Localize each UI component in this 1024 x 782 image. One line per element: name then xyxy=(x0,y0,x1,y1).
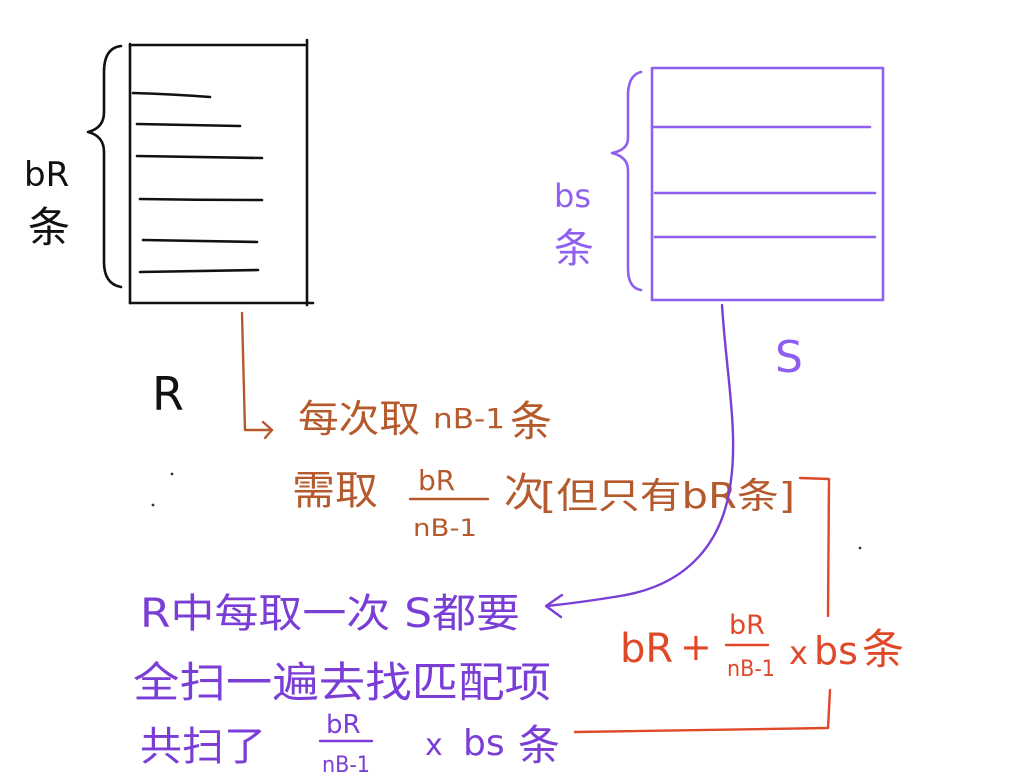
scan-s-arrowhead xyxy=(544,593,564,619)
read-r-times-suffix: 次 xyxy=(504,470,544,516)
relation-r: bR 条 R xyxy=(24,38,315,421)
read-r-arrowhead xyxy=(261,420,274,440)
total-cost-unit: 条 xyxy=(862,625,904,674)
scan-s-strokes xyxy=(318,303,735,743)
scan-s-labels: R中每取一次 S都要 全扫一遍去找匹配项 共扫了 bR nB-1 x bs 条 xyxy=(133,591,560,778)
scan-s-total-denominator: nB-1 xyxy=(322,753,370,778)
relation-s: bs 条 S xyxy=(554,66,885,383)
relation-r-row-line xyxy=(138,268,260,274)
relation-r-labels: bR 条 R xyxy=(24,155,184,421)
relation-s-unit-label: 条 xyxy=(554,226,594,272)
relation-s-block xyxy=(650,66,885,302)
total-cost-plus: + xyxy=(680,625,712,669)
total-cost-times: x xyxy=(789,634,808,672)
read-r-times-prefix: 需取 xyxy=(292,468,378,514)
total-cost-term1: bR xyxy=(620,626,673,672)
stray-speck xyxy=(170,472,174,476)
scan-s-total-unit: 条 xyxy=(518,721,560,770)
relation-r-row-line xyxy=(141,238,259,244)
relation-r-row-line xyxy=(135,154,264,160)
total-cost-labels: bR + bR nB-1 x bs 条 xyxy=(620,610,904,682)
read-r-arrow xyxy=(240,311,274,432)
read-r-per-read-count: nB-1 xyxy=(433,402,505,435)
relation-r-size-label: bR xyxy=(24,155,69,195)
scan-s-annotation: R中每取一次 S都要 全扫一遍去找匹配项 共扫了 bR nB-1 x bs 条 xyxy=(133,303,735,778)
stray-specks xyxy=(151,472,862,550)
stray-speck xyxy=(151,503,155,507)
total-cost-denominator: nB-1 xyxy=(727,657,775,682)
relation-s-strokes xyxy=(610,66,885,302)
scan-s-line2: 全扫一遍去找匹配项 xyxy=(133,658,551,707)
scan-s-total-prefix: 共扫了 xyxy=(140,724,266,770)
total-cost-numerator: bR xyxy=(729,610,765,641)
relation-s-size-label: bs xyxy=(554,177,591,215)
relation-r-name: R xyxy=(152,367,184,421)
relation-r-row-line xyxy=(138,197,264,202)
relation-r-unit-label: 条 xyxy=(28,203,70,252)
scan-s-total-numerator: bR xyxy=(326,710,361,740)
read-r-labels: 每次取 nB-1 条 需取 bR nB-1 次 [但只有bR条] xyxy=(292,397,795,542)
scan-s-line1: R中每取一次 S都要 xyxy=(140,591,520,637)
read-r-annotation: 每次取 nB-1 条 需取 bR nB-1 次 [但只有bR条] xyxy=(240,311,795,542)
total-cost-term2: bs xyxy=(814,629,858,673)
read-r-per-read-unit: 条 xyxy=(510,397,552,446)
relation-r-strokes xyxy=(86,38,315,307)
scan-s-total-times: x xyxy=(425,728,443,763)
relation-r-brace xyxy=(86,44,123,289)
relation-s-name: S xyxy=(775,332,803,383)
relation-s-labels: bs 条 S xyxy=(554,177,803,383)
relation-r-row-line xyxy=(131,91,212,99)
read-r-strokes xyxy=(240,311,490,501)
read-r-times-note: [但只有bR条] xyxy=(540,476,795,517)
read-r-times-numerator: bR xyxy=(418,464,455,497)
relation-s-brace xyxy=(610,70,643,292)
scan-s-total-term: bs xyxy=(463,723,505,764)
read-r-times-denominator: nB-1 xyxy=(413,514,477,542)
scan-s-arrow xyxy=(545,303,735,608)
read-r-per-read-prefix: 每次取 xyxy=(298,397,420,441)
stray-speck xyxy=(858,546,862,550)
total-cost-connector-top xyxy=(798,476,831,618)
total-cost-strokes xyxy=(573,476,832,734)
relation-r-row-line xyxy=(135,122,242,128)
total-cost-connector-bottom xyxy=(573,688,832,734)
total-cost-annotation: bR + bR nB-1 x bs 条 xyxy=(573,476,904,734)
